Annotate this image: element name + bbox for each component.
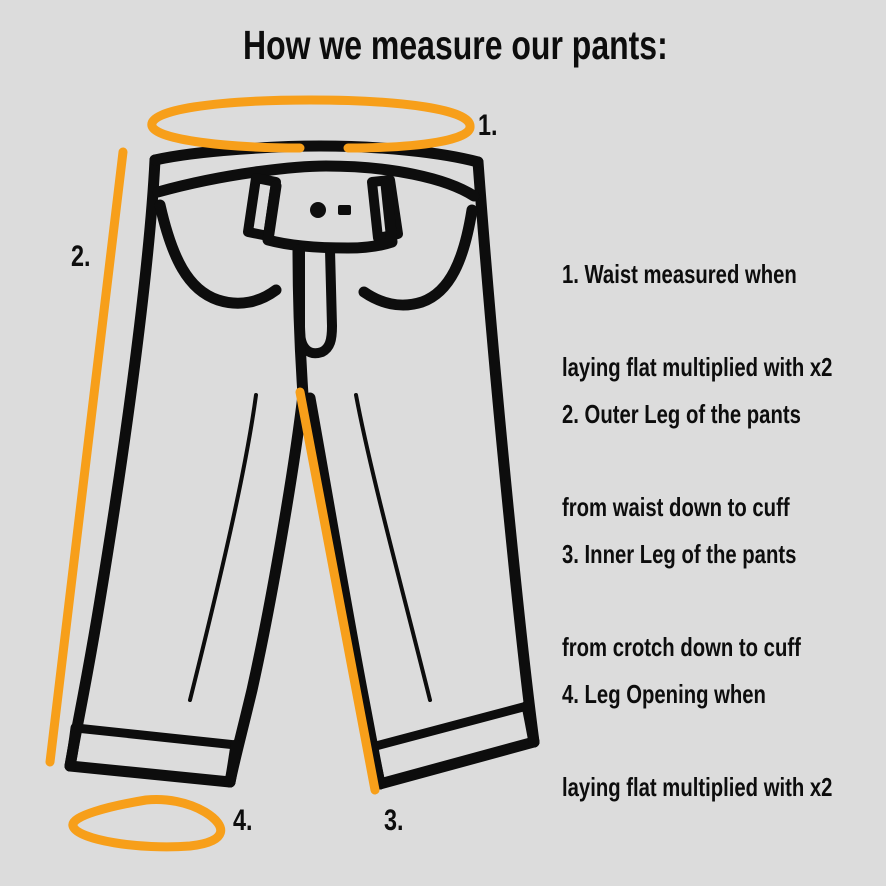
waist-button-icon — [310, 202, 326, 218]
inner-leg-measure-line — [295, 387, 380, 795]
waist-rivet-icon — [338, 205, 351, 215]
callout-leg-opening-line1: 4. Leg Opening when — [562, 679, 766, 709]
callout-waist: 1. Waist measured when laying flat multi… — [562, 197, 886, 445]
left-leg-inner-outline — [224, 389, 309, 788]
callout-leg-opening: 4. Leg Opening when laying flat multipli… — [562, 617, 886, 865]
callout-inner-leg-line2: from crotch down to cuff — [562, 632, 801, 662]
callout-outer-leg-line2: from waist down to cuff — [562, 492, 790, 522]
left-pocket-opening — [154, 199, 282, 309]
callout-leg-opening-line2: laying flat multiplied with x2 — [562, 772, 833, 802]
callout-waist-line2: laying flat multiplied with x2 — [562, 352, 833, 382]
right-cuff-fold — [367, 701, 532, 752]
outer-leg-measure-line — [45, 147, 128, 767]
waistband-bottom-edge — [152, 160, 480, 202]
callout-inner-leg: 3. Inner Leg of the pants from crotch do… — [562, 477, 886, 725]
marker-label-inner-leg: 3. — [384, 804, 404, 837]
right-cuff-band — [374, 736, 540, 790]
right-leg-outline — [472, 156, 540, 748]
marker-label-leg-opening: 4. — [233, 804, 253, 837]
leg-opening-measure-ellipse — [68, 795, 226, 852]
page-title: How we measure our pants: — [243, 22, 668, 68]
right-cuff-edge — [366, 741, 386, 790]
callout-waist-line1: 1. Waist measured when — [562, 259, 797, 289]
right-cuff-edge-outer — [521, 700, 540, 748]
left-cuff-edge-inner — [224, 739, 242, 788]
measurement-guides — [45, 95, 475, 852]
waist-measure-ellipse — [147, 95, 475, 153]
left-leg-crease — [188, 393, 258, 702]
pants-drawing — [64, 140, 540, 790]
left-cuff-edge — [64, 722, 82, 772]
callout-outer-leg: 2. Outer Leg of the pants from waist dow… — [562, 337, 886, 585]
marker-label-outer-leg: 2. — [71, 240, 91, 273]
callout-outer-leg-line1: 2. Outer Leg of the pants — [562, 399, 801, 429]
marker-label-waist: 1. — [478, 109, 498, 142]
left-cuff-band — [64, 760, 236, 788]
right-pocket-opening — [358, 204, 478, 311]
right-leg-crease — [354, 393, 432, 702]
callout-inner-leg-line1: 3. Inner Leg of the pants — [562, 539, 797, 569]
center-crotch-seam — [292, 244, 309, 401]
waistband-top-edge — [149, 140, 484, 168]
left-leg-outline — [64, 154, 161, 772]
left-cuff-fold — [71, 723, 241, 750]
belt-panel — [262, 178, 398, 254]
